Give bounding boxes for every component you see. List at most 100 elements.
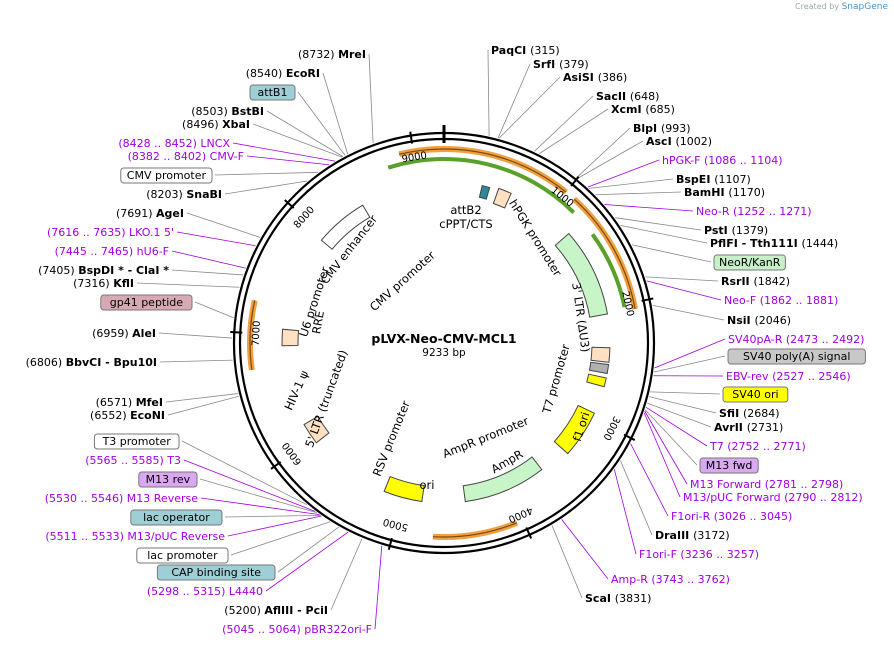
credit-prefix: Created by <box>795 2 840 11</box>
label-box <box>156 564 276 581</box>
left-label: T3 promoter <box>93 433 180 450</box>
left-label: (6571) MfeI <box>96 396 163 409</box>
leader-line <box>539 108 609 154</box>
site-pos: (6571) <box>96 396 136 409</box>
right-label: F1ori-R (3026 .. 3045) <box>671 510 792 523</box>
right-label: M13/pUC Forward (2790 .. 2812) <box>683 491 863 504</box>
site-name: AscI <box>646 135 676 148</box>
right-label: AvrII (2731) <box>714 421 783 434</box>
site-label: (8540) EcoRI <box>246 67 320 80</box>
leader-line <box>224 514 321 518</box>
right-label: DraIII (3172) <box>655 529 730 542</box>
site-label: BspEI (1107) <box>676 173 751 186</box>
leader-line <box>649 396 717 414</box>
left-label: (5200) AflIII - PciI <box>224 604 328 617</box>
leader-line <box>643 412 681 498</box>
tick-mark <box>230 331 243 334</box>
leader-line <box>297 91 346 156</box>
site-label: AscI (1002) <box>646 135 712 148</box>
right-label: EBV-rev (2527 .. 2546) <box>726 370 851 383</box>
right-label: SV40pA-R (2473 .. 2492) <box>728 333 864 346</box>
left-label: (8732) MreI <box>298 48 366 61</box>
leader-line <box>652 304 725 321</box>
tick-label: 5000 <box>382 516 409 533</box>
leader-line <box>577 140 644 179</box>
leader-line <box>620 224 708 244</box>
site-pos: (315) <box>530 44 560 57</box>
site-name: BamHI <box>684 186 728 199</box>
feature-label: attB2 <box>450 203 481 217</box>
feature-label: cPPT/CTS <box>439 217 492 231</box>
feature-label: RSV promoter <box>370 398 413 478</box>
backbone-ring <box>232 125 656 555</box>
left-label: (6552) EcoNI <box>90 409 165 422</box>
primer-label: Neo-R (1252 .. 1271) <box>696 205 812 218</box>
right-label: BspEI (1107) <box>676 173 751 186</box>
label-box <box>130 509 223 526</box>
site-label: SfiI (2684) <box>719 407 780 420</box>
left-label: (7616 .. 7635) LKO.1 5' <box>47 226 174 239</box>
primer-label: hPGK-F (1086 .. 1104) <box>662 154 783 167</box>
leader-line <box>181 440 308 506</box>
site-pos: (685) <box>645 103 675 116</box>
label-box <box>120 167 213 184</box>
label-box <box>713 254 786 271</box>
feature-ori <box>383 475 425 503</box>
site-label: NsiI (2046) <box>727 314 791 327</box>
leader-line <box>171 269 244 276</box>
left-label: (6806) BbvCI - Bpu10I <box>26 356 157 369</box>
site-name: BbvCI - Bpu10I <box>66 356 157 369</box>
right-label: PstI (1379) <box>704 224 768 237</box>
site-label: (7316) KflI <box>73 277 134 290</box>
site-name: PstI <box>704 224 732 237</box>
feature-rre <box>281 328 300 347</box>
primer-label: Neo-F (1862 .. 1881) <box>724 294 838 307</box>
leader-line <box>159 359 233 363</box>
leader-line <box>620 460 653 536</box>
leader-line <box>630 443 669 517</box>
leader-line <box>136 282 240 288</box>
leader-line <box>265 531 349 592</box>
site-pos: (3831) <box>615 592 652 605</box>
right-label: PaqCI (315) <box>491 44 560 57</box>
site-name: XcmI <box>611 103 645 116</box>
site-label: (8503) BstBI <box>191 105 264 118</box>
site-pos: (2046) <box>754 314 791 327</box>
site-name: MreI <box>338 48 366 61</box>
site-pos: (648) <box>630 90 660 103</box>
site-pos: (7691) <box>116 207 156 220</box>
site-name: PaqCI <box>491 44 530 57</box>
leader-line <box>650 391 721 395</box>
site-pos: (6959) <box>92 327 132 340</box>
leader-line <box>277 526 339 573</box>
site-pos: (379) <box>559 58 589 71</box>
leader-line <box>647 402 712 428</box>
site-pos: (2731) <box>747 421 784 434</box>
primer-label: (8382 .. 8402) CMV-F <box>128 150 244 163</box>
leader-line <box>613 469 637 555</box>
plasmid-name: pLVX-Neo-CMV-MCL1 <box>371 331 516 346</box>
right-label: NsiI (2046) <box>727 314 791 327</box>
site-label: DraIII (3172) <box>655 529 730 542</box>
site-label: (6806) BbvCI - Bpu10I <box>26 356 157 369</box>
site-label: PflFI - Tth111I (1444) <box>710 237 838 250</box>
leader-line <box>644 409 698 466</box>
left-label: (8203) SnaBI <box>146 188 222 201</box>
feature-label: HIV-1 ψ <box>281 368 311 412</box>
tick-mark <box>525 527 533 539</box>
leader-line <box>653 355 726 373</box>
right-label: SV40 poly(A) signal <box>727 348 866 365</box>
tick-label: 7000 <box>251 320 263 346</box>
right-label: Neo-R (1252 .. 1271) <box>696 205 812 218</box>
leader-line <box>167 395 239 416</box>
left-label: (7316) KflI <box>73 277 134 290</box>
site-label: SrfI (379) <box>533 58 589 71</box>
primer-label: T7 (2752 .. 2771) <box>709 440 806 453</box>
leader-line <box>561 519 609 580</box>
leader-line <box>322 72 349 155</box>
feature-sv40pa <box>588 361 610 375</box>
leader-line <box>646 280 722 301</box>
right-label: RsrII (1842) <box>721 275 790 288</box>
left-label: (8496) XbaI <box>182 118 250 131</box>
tick-mark <box>284 199 295 209</box>
